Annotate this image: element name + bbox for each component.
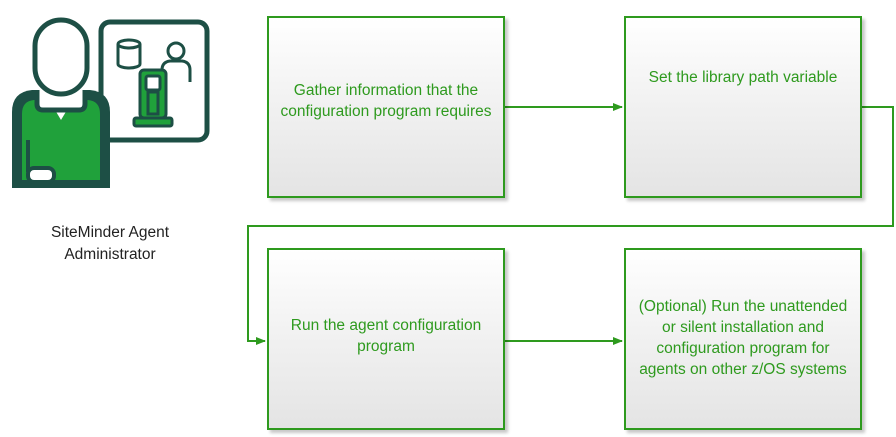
step-optional-unattended-install: (Optional) Run the unattended or silent …	[624, 248, 862, 430]
step-run-configuration-program: Run the agent configuration program	[267, 248, 505, 430]
step-label: Set the library path variable	[648, 68, 838, 86]
step-label: Gather information that the configuratio…	[280, 82, 492, 120]
arrow-step2-to-step3	[247, 106, 894, 345]
administrator-icon	[12, 17, 210, 188]
role-label-line1: SiteMinder Agent	[50, 224, 170, 241]
step-set-library-path: Set the library path variable	[624, 16, 862, 198]
step-label: Run the agent configuration program	[290, 317, 482, 355]
role-label: SiteMinder Agent Administrator	[15, 222, 205, 266]
step-gather-information: Gather information that the configuratio…	[267, 16, 505, 198]
role-label-line2: Administrator	[64, 246, 156, 263]
step-label: (Optional) Run the unattended or silent …	[638, 298, 848, 378]
